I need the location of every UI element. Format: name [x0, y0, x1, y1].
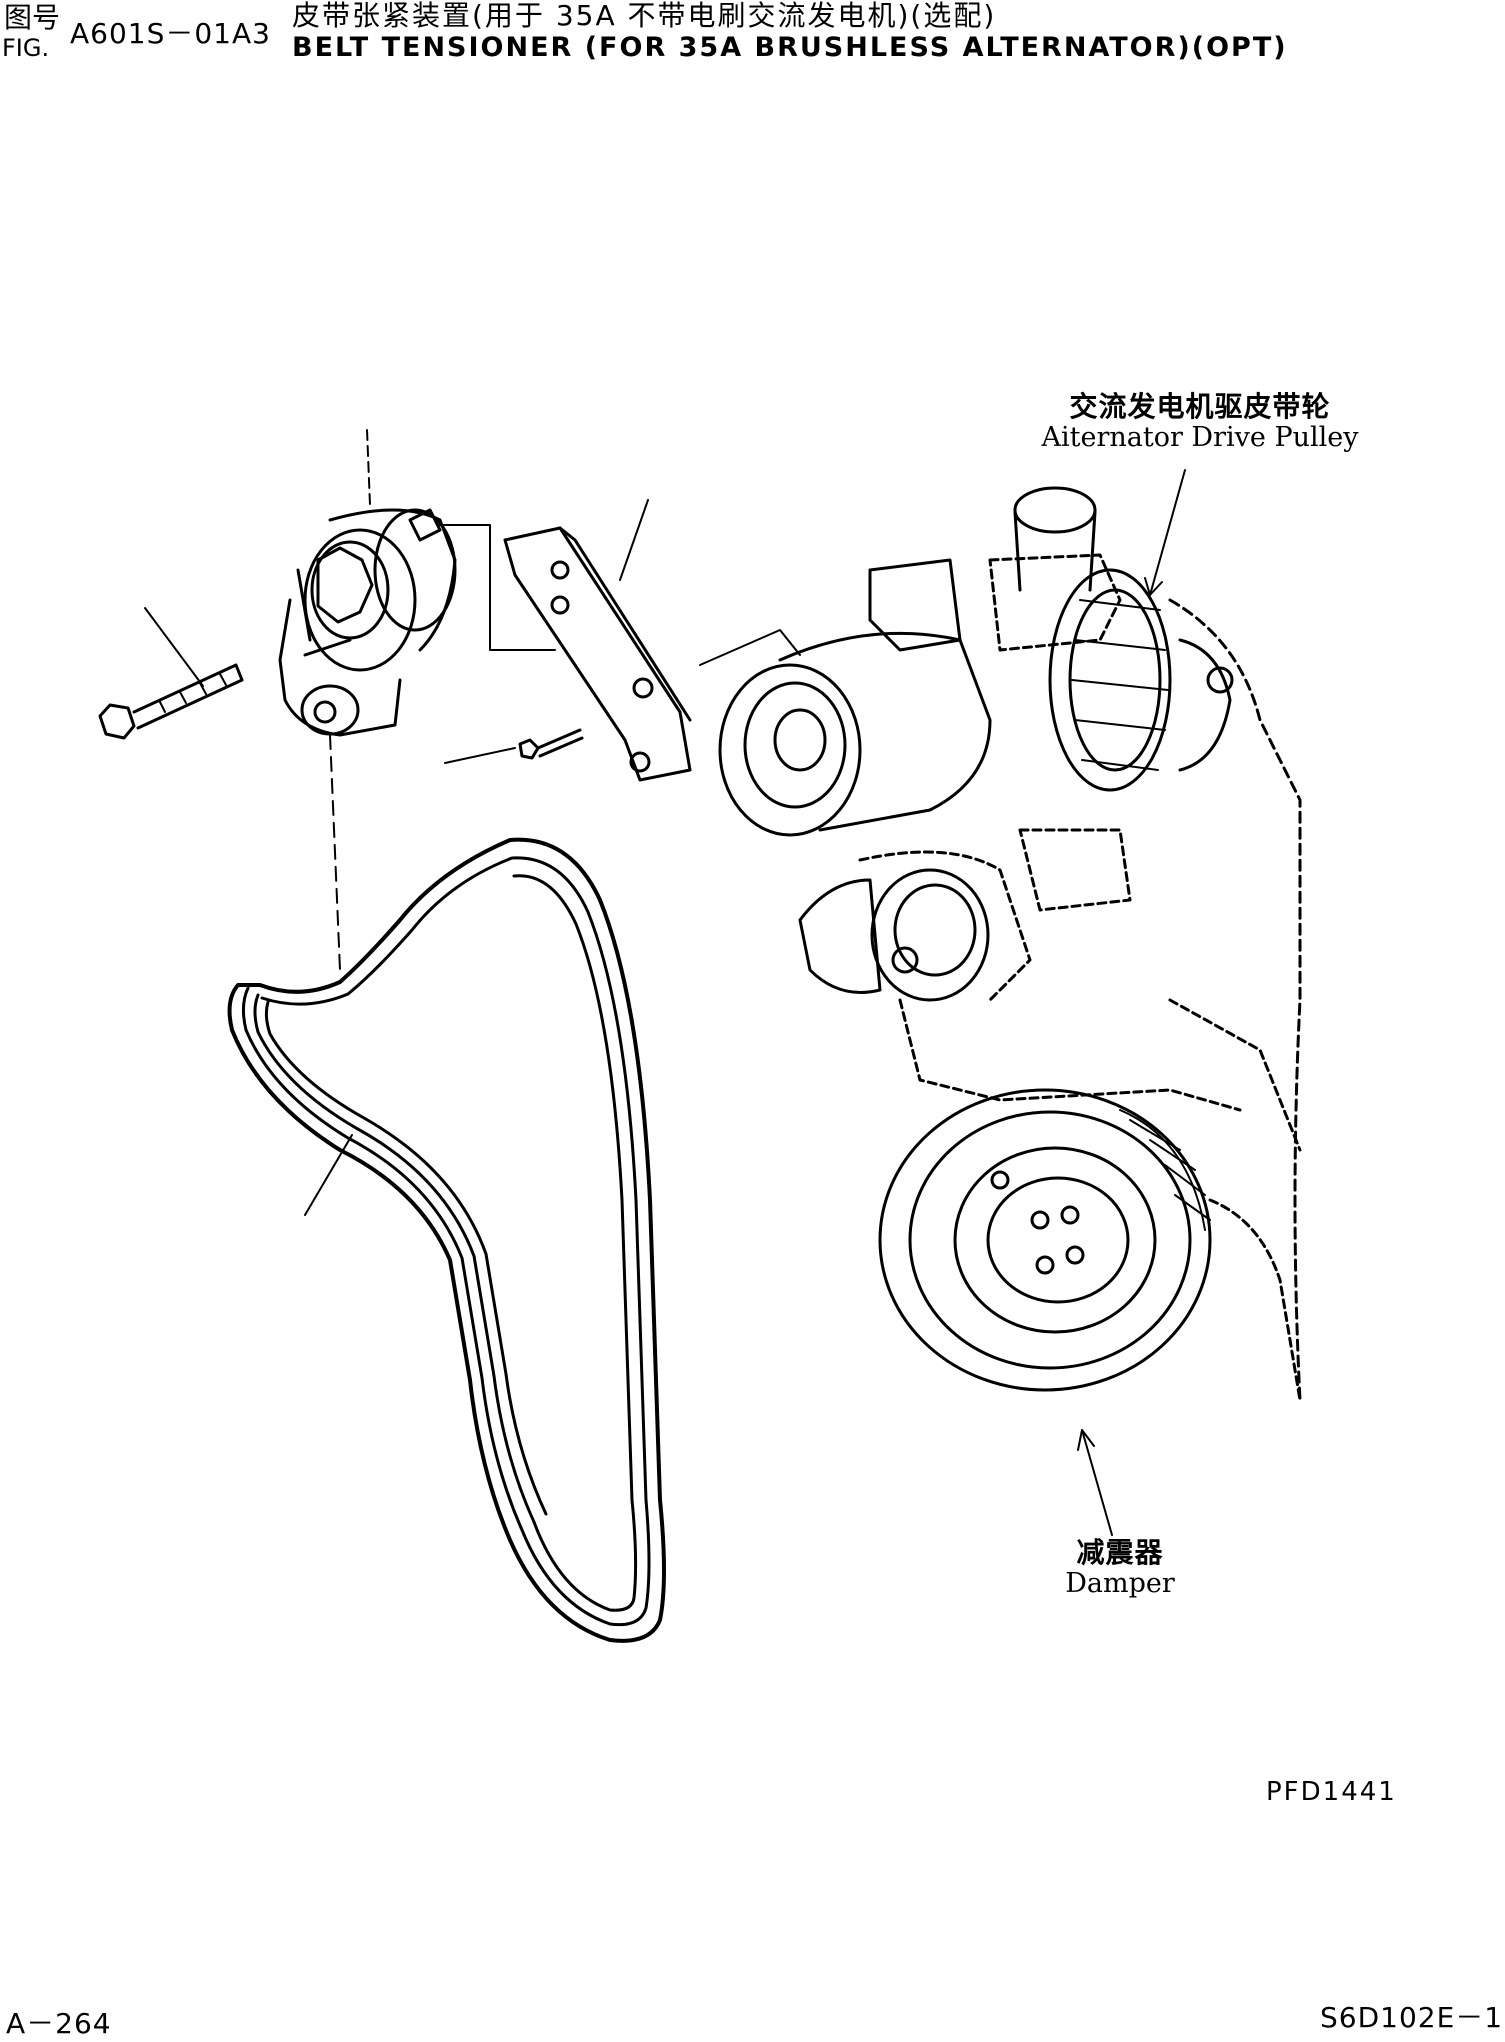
belt-tensioner — [278, 508, 457, 737]
title-cn: 皮带张紧装置(用于 35A 不带电刷交流发电机)(选配) — [292, 0, 997, 32]
leader-line — [1149, 469, 1186, 596]
bracket-bolt — [444, 728, 584, 764]
alternator-drive-pulley-label-en: Aiternator Drive Pulley — [1041, 421, 1359, 453]
damper-label: 减震器 Damper — [1050, 1536, 1190, 1599]
engine-front-assembly — [718, 469, 1302, 1536]
leader-line — [1081, 1429, 1113, 1536]
page-number: A－264 — [6, 2007, 112, 2040]
alternator-drive-pulley-label-cn: 交流发电机驱皮带轮 — [1069, 390, 1331, 423]
title-en: BELT TENSIONER (FOR 35A BRUSHLESS ALTERN… — [292, 32, 1288, 63]
alternator-drive-pulley-label: 交流发电机驱皮带轮 Aiternator Drive Pulley — [1030, 390, 1370, 453]
damper-label-cn: 减震器 — [1076, 1536, 1164, 1569]
bolt — [98, 607, 244, 740]
leader-line — [444, 747, 516, 764]
leader-line — [366, 429, 371, 506]
drawing-id: PFD1441 — [1266, 1777, 1397, 1807]
leader-line — [304, 1134, 353, 1216]
mounting-bracket — [503, 499, 692, 782]
figure-label-cn: 图号 — [4, 1, 61, 34]
figure-code: A601S－01A3 — [70, 17, 271, 50]
model-number: S6D102E－1 — [1320, 2001, 1504, 2034]
figure-label-en: FIG. — [2, 34, 50, 62]
leader-line — [329, 734, 341, 971]
serpentine-belt — [227, 837, 666, 1643]
leader-line — [619, 499, 649, 581]
damper-label-en: Damper — [1065, 1567, 1175, 1599]
leader-line — [144, 607, 204, 687]
